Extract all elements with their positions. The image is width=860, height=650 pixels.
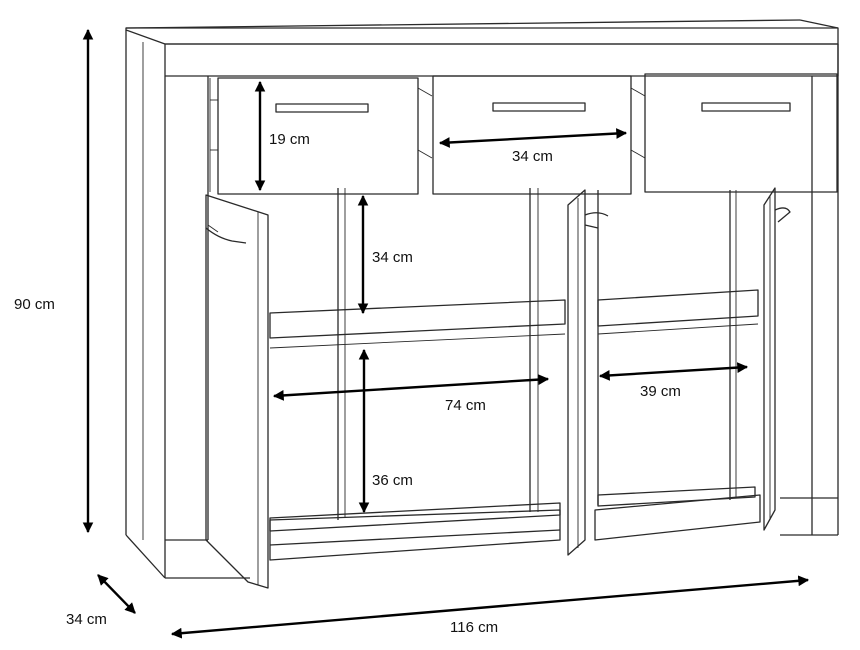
door-right: [763, 187, 791, 531]
height-label: 90 cm: [14, 296, 55, 313]
right-compartment-width-arrow: [598, 362, 749, 381]
drawer-middle: [432, 75, 646, 195]
compartment-width-arrow: [272, 374, 550, 401]
lower-shelf-height-label: 36 cm: [372, 472, 413, 489]
drawer-right: [644, 73, 838, 193]
drawer-width-arrow: [438, 128, 628, 148]
width-label: 116 cm: [450, 619, 498, 636]
depth-arrow: [97, 574, 136, 614]
dimension-arrows: [82, 28, 810, 639]
width-arrow: [170, 575, 810, 639]
cabinet-body: [125, 19, 839, 579]
drawer-height-label: 19 cm: [269, 131, 310, 148]
door-middle: [567, 189, 609, 556]
drawer-left: [209, 77, 433, 195]
right-compartment-width-label: 39 cm: [640, 383, 681, 400]
door-left: [205, 194, 269, 589]
compartment-width-label: 74 cm: [445, 397, 486, 414]
upper-shelf-height-label: 34 cm: [372, 249, 413, 266]
drawer-width-label: 34 cm: [512, 148, 553, 165]
depth-label: 34 cm: [66, 611, 107, 628]
